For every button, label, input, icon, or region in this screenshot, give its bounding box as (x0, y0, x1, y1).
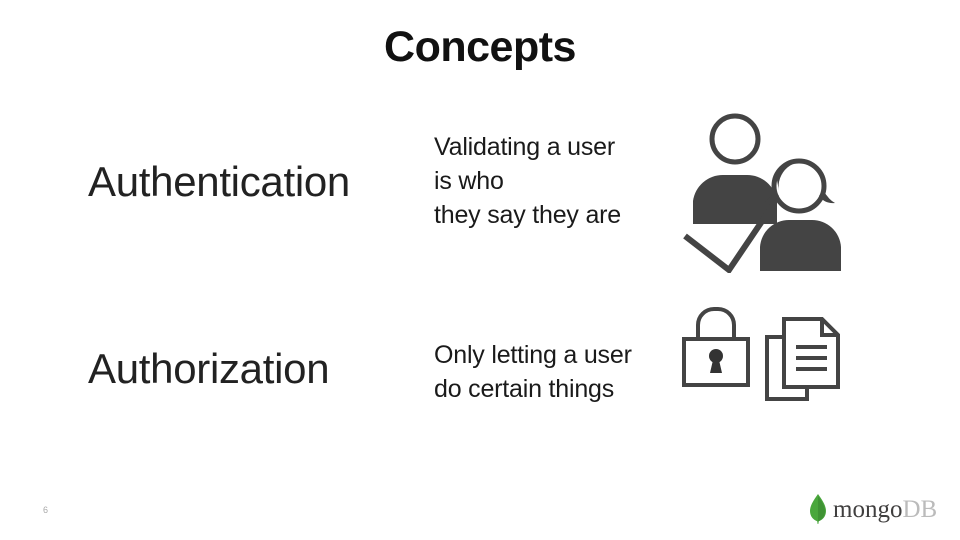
person-secondary-hair-right-tail-icon (819, 190, 835, 204)
lock-shackle-icon (696, 307, 736, 339)
concept-row-authentication: Authentication Validating a user is who … (0, 110, 960, 280)
page-number: 6 (43, 505, 49, 515)
concept-description-authentication: Validating a user is who they say they a… (434, 133, 621, 229)
person-primary-head-icon (709, 113, 761, 165)
brand-name-secondary: DB (902, 495, 938, 523)
concept-term-authentication: Authentication (88, 158, 350, 205)
checkmark-icon (683, 203, 776, 275)
person-secondary-hair-icon (777, 160, 812, 191)
page-title: Concepts (384, 23, 576, 71)
mongodb-logo: mongoDB (808, 492, 937, 526)
concept-term-authorization: Authorization (88, 345, 330, 392)
document-fold-corner-icon (820, 319, 838, 337)
person-secondary-body-icon (760, 219, 841, 271)
person-secondary-hair-left-tail-icon (763, 190, 779, 204)
mongodb-leaf-icon (810, 494, 826, 524)
brand-name-primary: mongo (833, 495, 903, 523)
concept-description-authorization: Only letting a user do certain things (434, 341, 632, 403)
person-primary-body-icon (693, 174, 777, 224)
lock-body-icon (682, 337, 750, 387)
lock-documents-icon (672, 307, 842, 412)
concept-row-authorization: Authorization Only letting a user do cer… (0, 305, 960, 475)
two-users-check-icon (672, 108, 842, 278)
lock-keyhole-stem-icon (710, 360, 722, 373)
document-front-icon (782, 317, 840, 389)
lock-keyhole-circle-icon (709, 349, 723, 363)
person-secondary-head-icon (771, 158, 827, 214)
